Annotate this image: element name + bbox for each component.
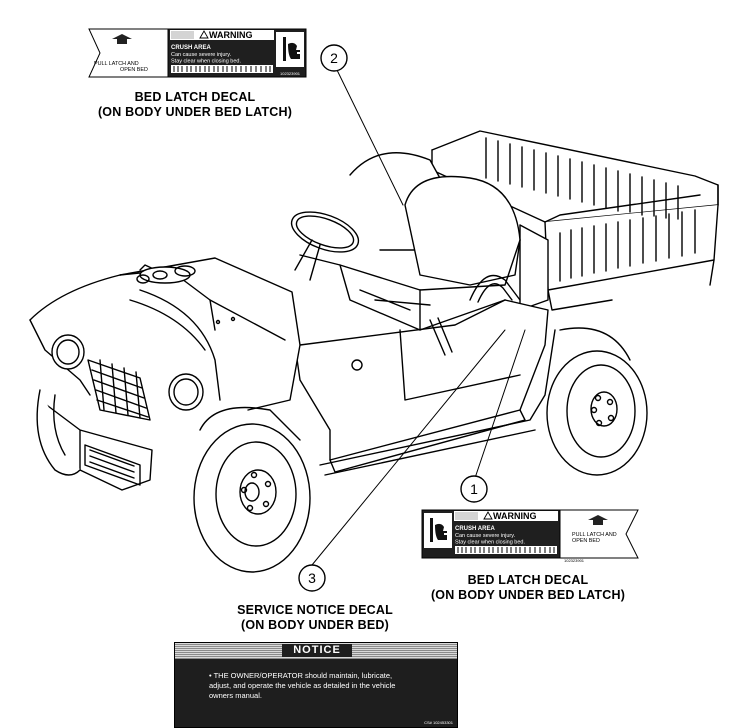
- bed-latch-decal-bottom: WARNING CRUSH AREA Can cause severe inju…: [421, 509, 639, 563]
- notice-code: CS# 102453301: [424, 720, 453, 725]
- svg-text:Stay clear when closing bed.: Stay clear when closing bed.: [171, 59, 241, 65]
- rocker-panel: [319, 329, 556, 476]
- svg-text:Can cause severe injury.: Can cause severe injury.: [455, 533, 516, 539]
- svg-text:OPEN BED: OPEN BED: [572, 538, 600, 544]
- svg-text:102323901: 102323901: [564, 558, 585, 563]
- callout-1: [460, 475, 488, 503]
- cargo-bed: [431, 130, 719, 311]
- headlight-right: [168, 373, 204, 411]
- svg-text:102323901: 102323901: [280, 71, 301, 76]
- caption-location: (ON BODY UNDER BED): [240, 618, 390, 632]
- steering-wheel: [290, 211, 360, 281]
- warning-triangle-icon: [199, 30, 209, 39]
- notice-title: NOTICE: [282, 644, 352, 657]
- caption-title: SERVICE NOTICE DECAL: [237, 603, 393, 617]
- notice-line: • THE OWNER/OPERATOR should maintain, lu…: [209, 671, 393, 680]
- bottom-decal-caption: BED LATCH DECAL (ON BODY UNDER BED LATCH…: [410, 573, 646, 603]
- utility-vehicle-illustration: 2 1 3: [29, 44, 719, 592]
- notice-text: • THE OWNER/OPERATOR should maintain, lu…: [209, 671, 449, 701]
- body-side: [294, 299, 549, 473]
- leader-lines: [311, 69, 526, 566]
- leader-line-1: [474, 329, 526, 479]
- bed-latch-decal-top: PULL LATCH AND OPEN BED WARNING CRUSH AR…: [88, 28, 307, 78]
- svg-text:WARNING: WARNING: [209, 30, 253, 40]
- arrow-up-icon: [588, 515, 608, 525]
- caption-title: BED LATCH DECAL: [134, 90, 256, 104]
- callout-number-3: 3: [308, 570, 316, 586]
- seat: [299, 152, 521, 331]
- pull-latch-text: PULL LATCH AND: [94, 61, 139, 67]
- leader-line-3: [311, 329, 506, 566]
- hand-crush-icon: [430, 518, 450, 542]
- leader-line-2: [336, 69, 404, 206]
- notice-line: adjust, and operate the vehicle as detai…: [209, 681, 396, 690]
- svg-text:CRUSH AREA: CRUSH AREA: [455, 526, 495, 532]
- service-notice-decal: NOTICE • THE OWNER/OPERATOR should maint…: [174, 642, 458, 728]
- callout-number-2: 2: [330, 50, 338, 66]
- caption-title: BED LATCH DECAL: [467, 573, 589, 587]
- front-body: [29, 257, 301, 411]
- caption-location: (ON BODY UNDER BED LATCH): [430, 588, 626, 602]
- headlight-left: [51, 334, 85, 370]
- notice-header: NOTICE: [175, 643, 457, 659]
- front-wheel-left: [36, 389, 81, 476]
- caption-location: (ON BODY UNDER BED LATCH): [97, 105, 293, 119]
- callout-3: [298, 564, 326, 592]
- callout-number-1: 1: [470, 481, 478, 497]
- barcode-bars: [457, 547, 555, 553]
- svg-text:Can cause severe injury.: Can cause severe injury.: [171, 52, 232, 58]
- barcode: [171, 65, 273, 73]
- barcode: [455, 546, 557, 554]
- rear-wheel: [546, 327, 648, 476]
- warning-triangle-icon: [483, 511, 493, 520]
- front-bumper: [39, 399, 153, 491]
- notice-line: owners manual.: [209, 691, 262, 700]
- arrow-up-icon: [112, 34, 132, 44]
- hand-crush-icon: [283, 37, 303, 61]
- service-notice-caption: SERVICE NOTICE DECAL (ON BODY UNDER BED): [190, 603, 440, 633]
- front-wheel-right: [193, 406, 311, 573]
- grille: [87, 359, 151, 421]
- svg-text:WARNING: WARNING: [493, 511, 537, 521]
- svg-text:Stay clear when closing bed.: Stay clear when closing bed.: [455, 540, 525, 546]
- top-decal-caption: BED LATCH DECAL (ON BODY UNDER BED LATCH…: [80, 90, 310, 120]
- hip-restraint: [429, 274, 521, 356]
- callout-2: [320, 44, 348, 72]
- svg-text:CRUSH AREA: CRUSH AREA: [171, 45, 211, 51]
- svg-text:PULL LATCH AND: PULL LATCH AND: [572, 532, 617, 538]
- svg-text:OPEN BED: OPEN BED: [120, 67, 148, 73]
- barcode-bars: [173, 66, 271, 72]
